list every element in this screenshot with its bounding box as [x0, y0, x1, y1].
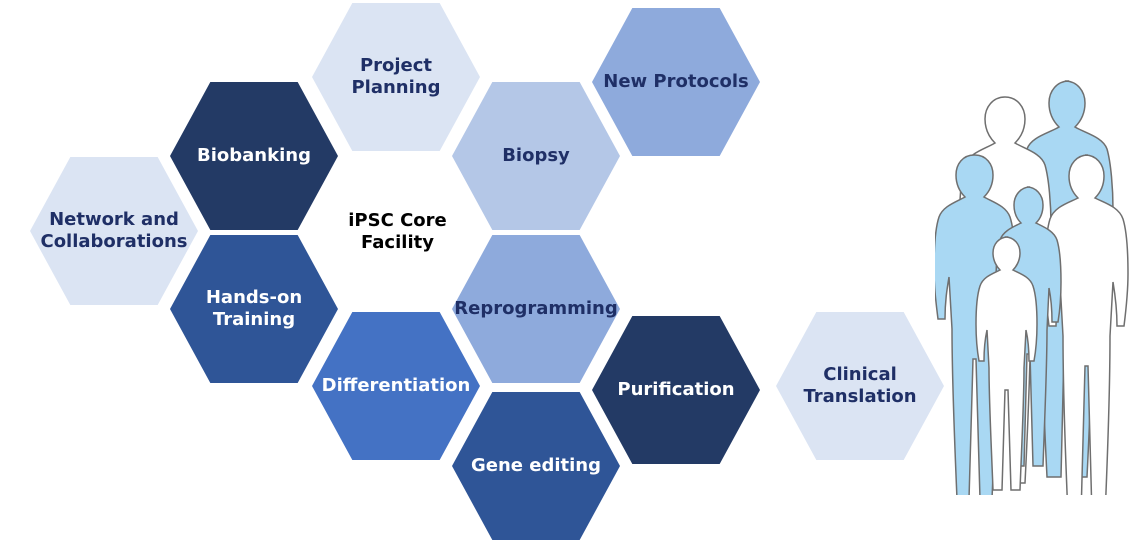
hexagon-network-and-collaborations — [30, 157, 198, 305]
hexagon-label-clinical-translation: Clinical Translation — [803, 364, 917, 407]
center-label: iPSC Core Facility — [348, 210, 447, 253]
person-mid-right — [1044, 154, 1129, 495]
hexagon-label-gene-editing: Gene editing — [470, 455, 601, 476]
hexagon-label-purification: Purification — [617, 379, 735, 400]
hexagon-clinical-translation — [776, 312, 944, 460]
hexagon-label-network-and-collaborations: Network and Collaborations — [40, 209, 188, 252]
people-silhouettes-icon — [935, 80, 1129, 495]
hexagon-differentiation — [312, 312, 480, 460]
hexagon-biopsy — [452, 82, 620, 230]
person-child-front — [975, 236, 1038, 491]
hexagon-hands-on-training — [170, 235, 338, 383]
hexagon-label-hands-on-training: Hands-on Training — [205, 287, 303, 330]
hexagon-reprogramming — [452, 235, 620, 383]
hexagon-label-biopsy: Biopsy — [502, 145, 570, 166]
hexagon-label-biobanking: Biobanking — [197, 145, 311, 166]
hexagon-gene-editing — [452, 392, 620, 540]
hexagon-purification — [592, 316, 760, 464]
hexagon-label-project-planning: Project Planning — [351, 55, 441, 98]
hexagon-project-planning — [312, 3, 480, 151]
hexagon-biobanking — [170, 82, 338, 230]
hexagon-label-differentiation: Differentiation — [321, 375, 471, 396]
hexagon-label-new-protocols: New Protocols — [603, 71, 749, 92]
hexagon-new-protocols — [592, 8, 760, 156]
hexagon-label-reprogramming: Reprogramming — [454, 298, 618, 319]
